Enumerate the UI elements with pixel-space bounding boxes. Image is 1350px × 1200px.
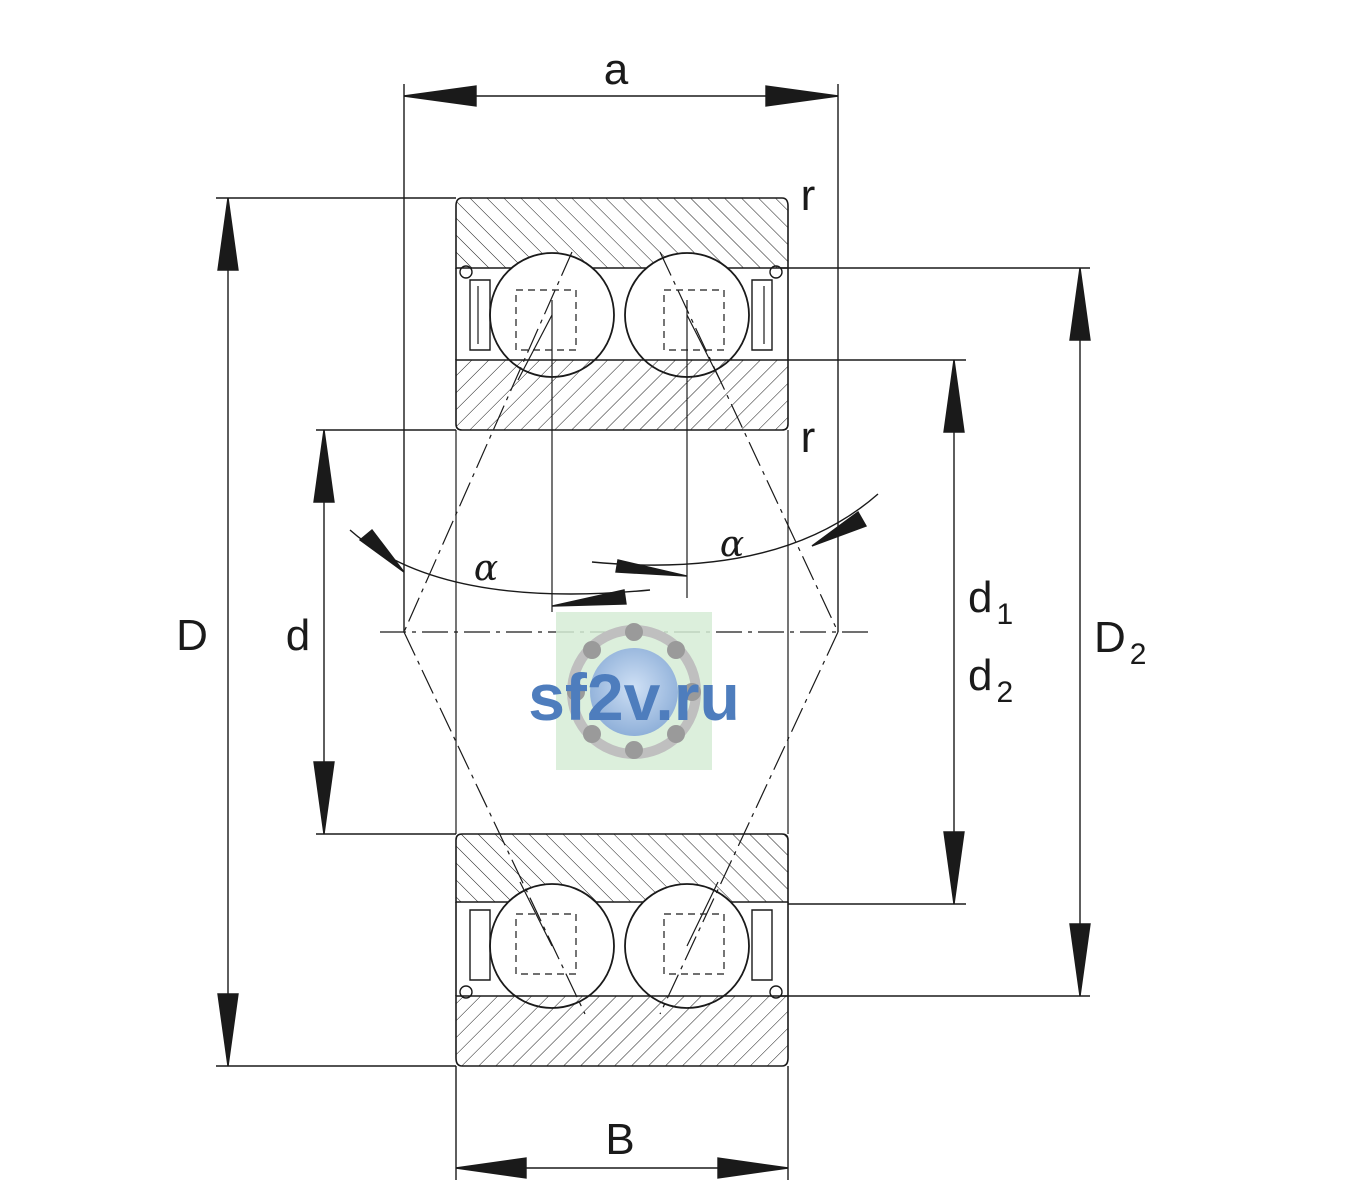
watermark-logo: [556, 612, 712, 770]
label-a: a: [604, 45, 629, 94]
seal-top-right: [751, 265, 783, 351]
outer-ring-top: [455, 197, 789, 280]
dim-B: [455, 1066, 789, 1180]
outer-ring-bottom: [455, 995, 789, 1067]
seal-bottom-left: [459, 909, 491, 999]
inner-ring-bottom: [455, 833, 789, 903]
dim-a: [403, 84, 839, 632]
label-D: D: [176, 611, 208, 660]
label-B: B: [605, 1115, 634, 1164]
label-r-top: r: [801, 171, 816, 220]
angle-arc-right: [591, 493, 879, 577]
watermark-text: sf2v.ru: [528, 660, 740, 734]
dim-d: [313, 429, 456, 835]
dim-d1-d2: [788, 359, 966, 905]
seal-top-left: [459, 265, 491, 351]
contact-lines: [403, 251, 839, 1015]
inner-ring-top: [455, 359, 789, 431]
seal-bottom-right: [751, 909, 783, 999]
label-alpha-right: α: [720, 524, 744, 565]
label-d: d: [286, 611, 310, 660]
dim-D: [216, 197, 456, 1067]
angle-arc-left: [349, 528, 651, 607]
label-r-mid: r: [801, 413, 816, 462]
label-alpha-left: α: [474, 548, 498, 589]
dim-D2: [780, 267, 1091, 997]
